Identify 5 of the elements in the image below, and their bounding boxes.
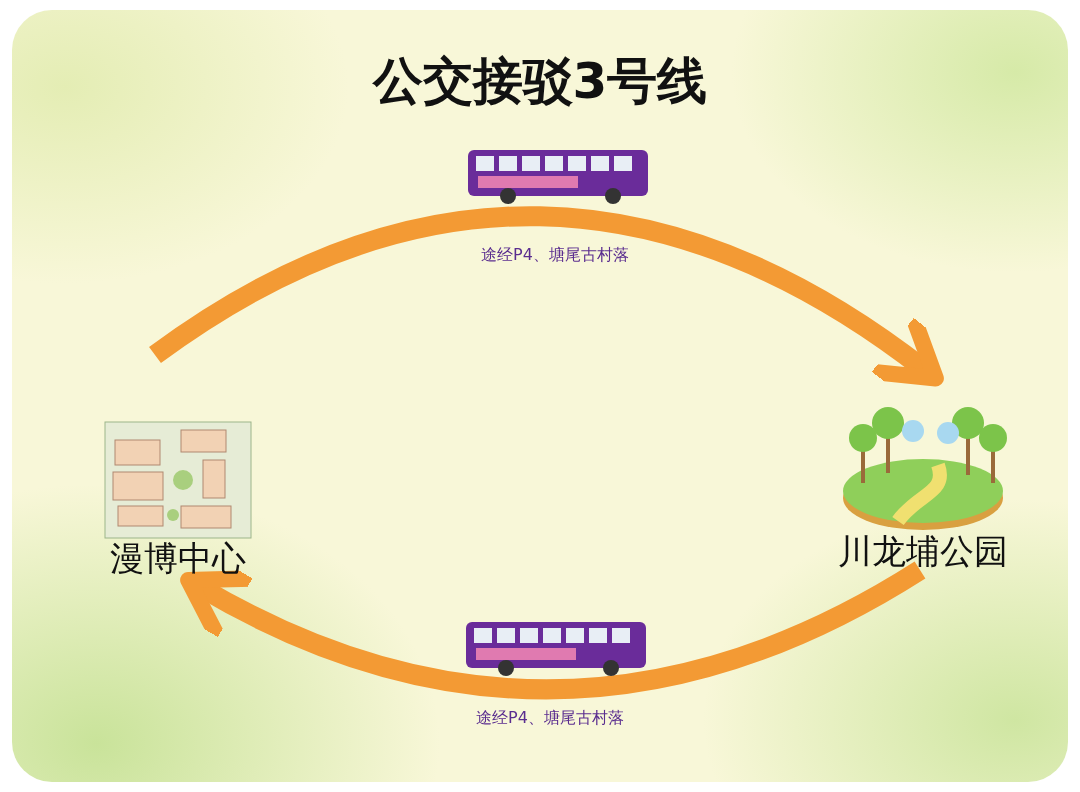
place-name: 川龙埔公园 bbox=[837, 532, 1008, 570]
arrow bbox=[179, 561, 926, 700]
place-name: 漫博中心 bbox=[109, 539, 246, 577]
title: 公交接驳3号线 bbox=[371, 51, 709, 112]
arrow bbox=[149, 206, 945, 387]
